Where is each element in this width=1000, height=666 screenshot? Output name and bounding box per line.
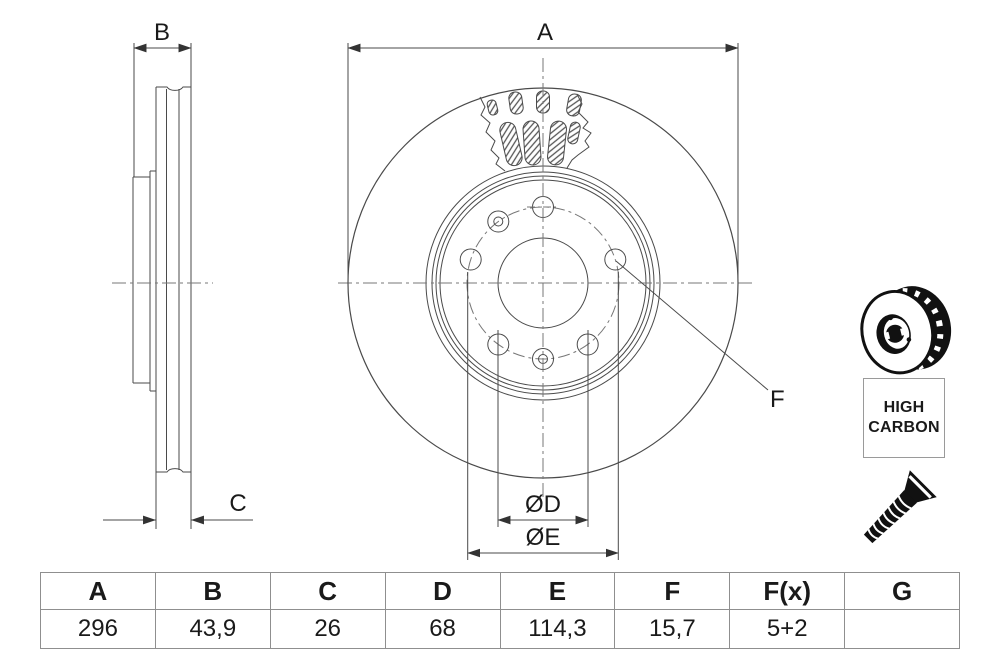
dim-b-label: B: [154, 19, 170, 46]
col-header-e: E: [499, 572, 616, 610]
dim-a-label: A: [537, 19, 553, 46]
value-fx: 5+2: [729, 609, 846, 649]
dim-e-label: ØE: [526, 524, 561, 551]
technical-drawing: B C: [103, 19, 952, 560]
value-c: 26: [269, 609, 386, 649]
dim-a: [347, 43, 739, 285]
col-header-b: B: [154, 572, 271, 610]
value-g: [844, 609, 960, 649]
vent-cutaway: [479, 90, 592, 172]
high-carbon-line1: HIGH: [883, 399, 925, 416]
value-e: 114,3: [499, 609, 616, 649]
value-d: 68: [384, 609, 501, 649]
side-view: [112, 43, 213, 529]
col-header-c: C: [269, 572, 386, 610]
high-carbon-badge: HIGH CARBON: [863, 378, 945, 458]
col-header-g: G: [844, 572, 960, 610]
col-header-a: A: [40, 572, 156, 610]
col-header-fx: F(x): [729, 572, 846, 610]
high-carbon-line2: CARBON: [868, 419, 940, 436]
dimension-table: A B C D E F F(x) G 296 43,9 26 68 114,3 …: [40, 572, 960, 649]
value-b: 43,9: [154, 609, 271, 649]
dim-b: [133, 43, 192, 177]
dim-e: [467, 272, 619, 560]
brake-disc-icon: [860, 286, 952, 375]
table-header-row: A B C D E F F(x) G: [40, 572, 960, 610]
front-view: [338, 58, 752, 500]
countersunk-screw-icon: [863, 470, 937, 544]
dim-d-label: ØD: [525, 491, 561, 518]
col-header-f: F: [614, 572, 731, 610]
dim-d: [497, 330, 589, 527]
value-a: 296: [40, 609, 156, 649]
value-f: 15,7: [614, 609, 731, 649]
col-header-d: D: [384, 572, 501, 610]
table-value-row: 296 43,9 26 68 114,3 15,7 5+2: [40, 609, 960, 649]
dim-f: [615, 260, 769, 391]
dim-c-label: C: [229, 490, 246, 517]
dim-f-label: F: [770, 386, 785, 413]
